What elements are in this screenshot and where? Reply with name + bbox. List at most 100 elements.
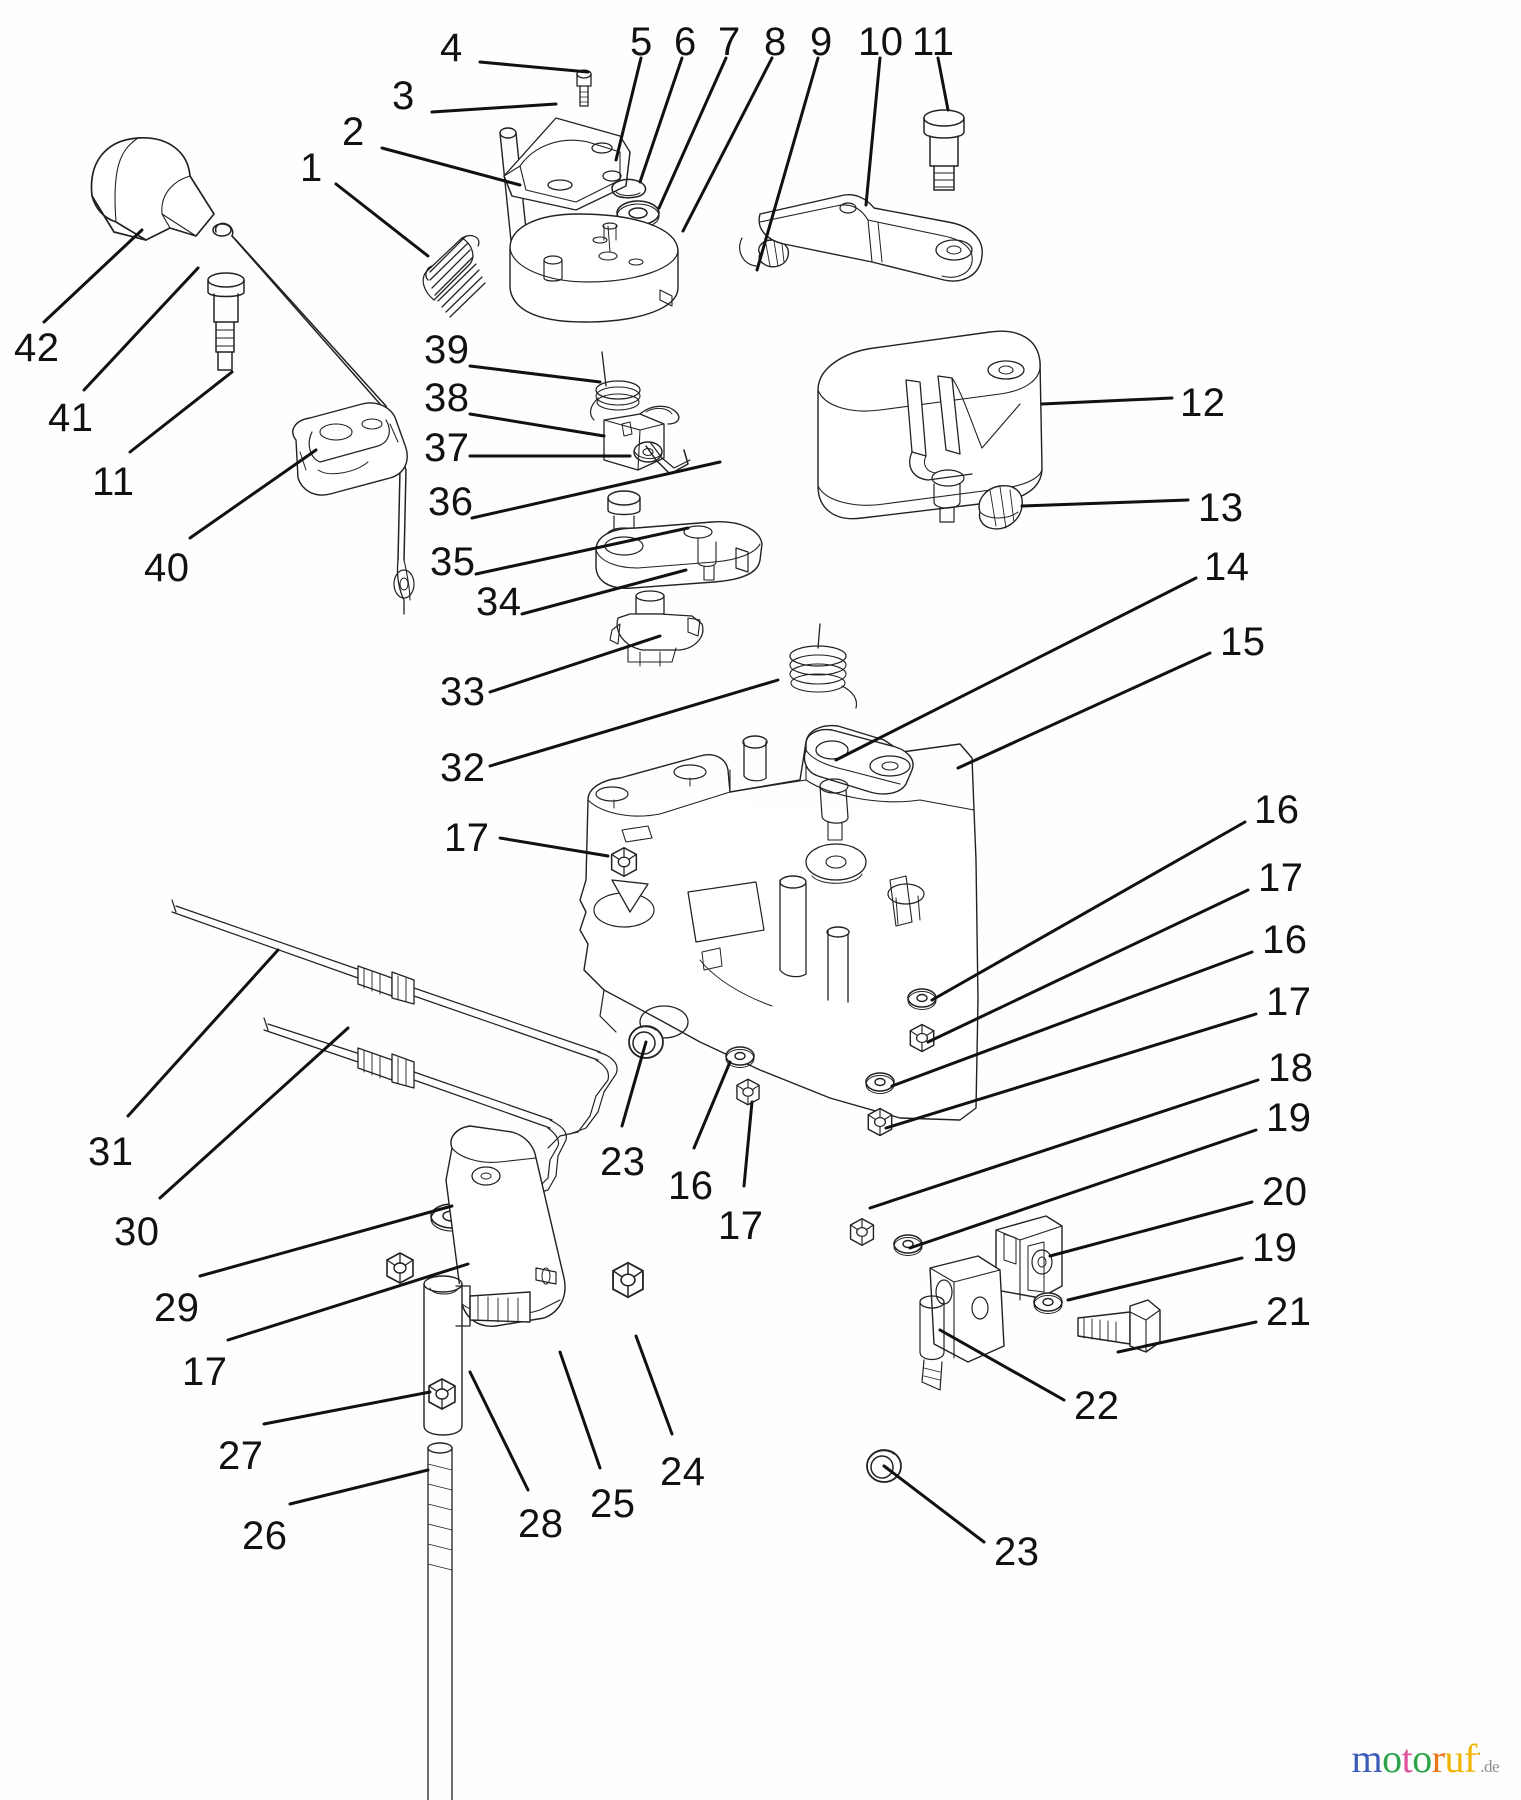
leader-line-40: [188, 448, 318, 540]
callout-number-26: 26: [242, 1514, 288, 1558]
callout-number-24: 24: [660, 1450, 706, 1494]
callout-number-10: 10: [858, 20, 904, 64]
leader-line-36: [470, 460, 722, 520]
callout-number-17: 17: [718, 1204, 764, 1248]
callout-number-30: 30: [114, 1210, 160, 1254]
leader-line-27: [262, 1390, 432, 1426]
part-pedal-plate: [445, 1125, 566, 1327]
part-extension-spring: [422, 234, 486, 318]
leader-line-15: [956, 651, 1212, 770]
callout-number-7: 7: [718, 20, 741, 64]
leader-line-42: [42, 228, 144, 324]
leader-line-35: [474, 526, 690, 576]
leader-line-14: [834, 576, 1198, 762]
leader-line-19: [908, 1128, 1258, 1250]
leader-line-30: [158, 1026, 350, 1200]
leader-line-16: [692, 1060, 732, 1150]
callout-number-23: 23: [994, 1530, 1040, 1574]
watermark-letter: o: [1382, 1736, 1402, 1781]
part-shoulder-bolt-left: [207, 272, 245, 371]
callout-number-11: 11: [912, 20, 955, 64]
part-shoulder-bolt-top: [923, 109, 965, 191]
callout-number-16: 16: [1254, 788, 1300, 832]
callout-number-22: 22: [1074, 1384, 1120, 1428]
leader-line-39: [468, 364, 602, 384]
part-screw: [576, 69, 592, 107]
watermark-letter: t: [1401, 1736, 1413, 1781]
part-control-arm: [758, 194, 983, 282]
leader-line-11: [936, 56, 950, 112]
callout-number-27: 27: [218, 1434, 264, 1478]
callout-number-19: 19: [1252, 1226, 1298, 1270]
callout-number-39: 39: [424, 328, 470, 372]
callout-number-40: 40: [144, 546, 190, 590]
callout-number-37: 37: [424, 426, 470, 470]
leader-line-16: [930, 820, 1247, 1002]
callout-number-9: 9: [810, 20, 833, 64]
callout-number-20: 20: [1262, 1170, 1308, 1214]
leader-line-17: [742, 1100, 754, 1188]
part-cable-lower: [263, 1017, 567, 1195]
watermark-letter: o: [1412, 1736, 1432, 1781]
leader-line-17: [884, 1012, 1258, 1130]
leader-line-12: [1040, 396, 1174, 406]
leader-line-6: [638, 56, 684, 184]
leader-line-41: [82, 266, 200, 392]
leader-line-19: [1066, 1256, 1244, 1302]
callout-number-16: 16: [668, 1164, 714, 1208]
callout-number-15: 15: [1220, 620, 1266, 664]
leader-line-23: [882, 1464, 986, 1544]
leader-line-5: [614, 56, 643, 162]
watermark-letter: u: [1444, 1736, 1465, 1781]
callout-number-35: 35: [430, 540, 476, 584]
callout-number-33: 33: [440, 670, 486, 714]
callout-number-8: 8: [764, 20, 787, 64]
callout-number-23: 23: [600, 1140, 646, 1184]
leader-line-25: [558, 1350, 602, 1470]
part-threaded-rod: [427, 1442, 453, 1800]
part-shift-cam: [609, 590, 704, 667]
callout-number-16: 16: [1262, 918, 1308, 962]
callout-number-18: 18: [1268, 1046, 1314, 1090]
leader-line-23: [620, 1040, 648, 1128]
part-shift-bracket: [817, 330, 1043, 523]
callout-number-42: 42: [14, 326, 60, 370]
leader-line-3: [430, 102, 558, 114]
callout-number-25: 25: [590, 1482, 636, 1526]
callout-number-17: 17: [1266, 980, 1312, 1024]
leader-line-17: [926, 888, 1250, 1044]
part-torsion-spring: [589, 351, 641, 421]
callout-number-5: 5: [630, 20, 653, 64]
callout-number-14: 14: [1204, 545, 1250, 589]
leader-line-31: [126, 948, 280, 1118]
leader-line-17: [226, 1262, 470, 1342]
callout-number-12: 12: [1180, 381, 1226, 425]
callout-number-19: 19: [1266, 1096, 1312, 1140]
part-cable-upper: [171, 899, 618, 1149]
leader-line-2: [380, 146, 522, 187]
callout-number-17: 17: [182, 1350, 228, 1394]
callout-number-3: 3: [392, 74, 415, 118]
leader-line-8: [681, 56, 774, 233]
callout-number-4: 4: [440, 26, 463, 70]
watermark-suffix: .de: [1480, 1757, 1499, 1776]
callout-number-13: 13: [1198, 486, 1244, 530]
part-linkage-arm: [803, 728, 914, 841]
part-retaining-ring: [611, 178, 647, 199]
callout-number-38: 38: [424, 376, 470, 420]
leader-line-13: [1020, 498, 1190, 508]
callout-number-1: 1: [300, 146, 323, 190]
callout-number-2: 2: [342, 110, 365, 154]
part-housing: [509, 213, 679, 323]
watermark-letter: r: [1431, 1736, 1445, 1781]
callout-number-31: 31: [88, 1130, 134, 1174]
callout-number-36: 36: [428, 480, 474, 524]
leader-line-32: [488, 678, 780, 768]
leader-line-26: [288, 1468, 430, 1506]
leader-line-28: [468, 1370, 530, 1492]
watermark-letter: f: [1464, 1736, 1477, 1781]
leader-line-10: [864, 56, 882, 207]
callout-number-28: 28: [518, 1502, 564, 1546]
